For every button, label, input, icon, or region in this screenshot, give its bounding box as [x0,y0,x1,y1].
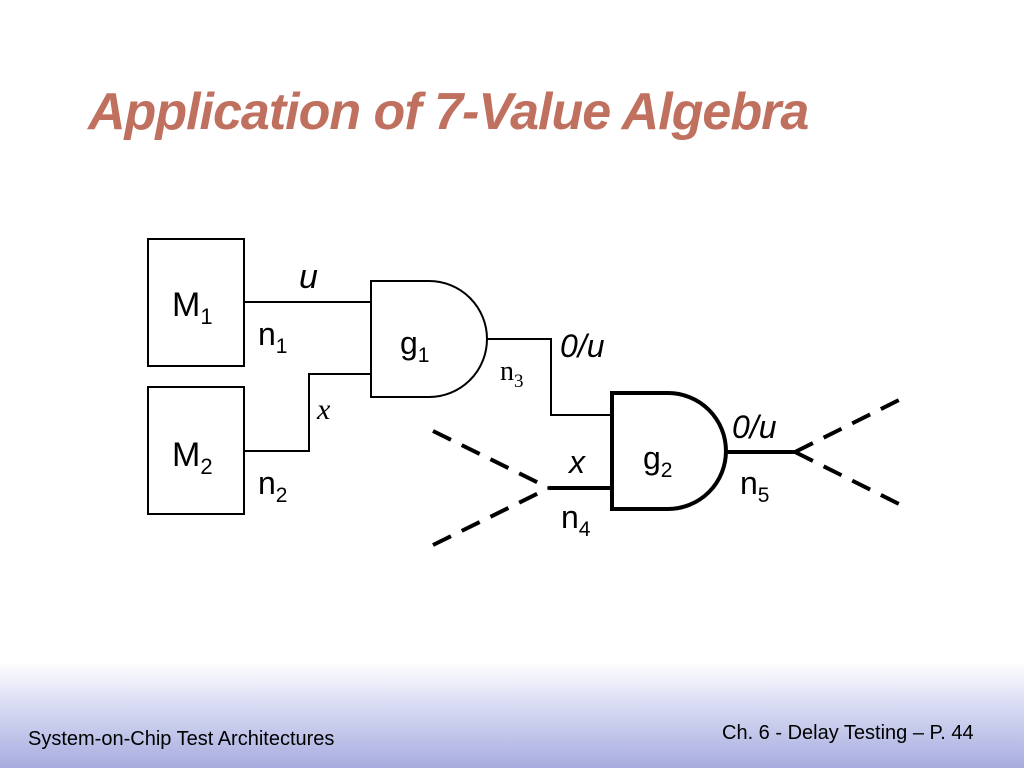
cone-n4-lower [432,486,550,547]
net-n3-label: n3 [500,356,524,392]
net-n4-label: n4 [561,499,591,541]
gate-g1-label: g1 [400,325,429,367]
cone-n5-lower [794,450,908,510]
value-n2: x [316,393,331,426]
footer-band [0,662,1024,768]
value-n3: 0/u [560,328,605,364]
gate-g1-shape [370,280,488,398]
footer-course-title: System-on-Chip Test Architectures [28,728,335,750]
footer-page-info: Ch. 6 - Delay Testing – P. 44 [722,722,974,744]
circuit-diagram: M1 M2 g1 g2 n1 n2 n3 n4 n5 u x 0/u x 0/u [147,238,908,547]
cone-n4-upper [432,429,550,490]
net-n2-label: n2 [258,465,287,507]
net-n5-label: n5 [740,465,769,507]
module-m2-label: M2 [172,436,213,479]
value-n1: u [299,258,318,296]
value-n4: x [567,444,586,480]
value-n5: 0/u [732,409,777,445]
slide-title: Application of 7-Value Algebra [88,83,809,141]
gate-g2-label: g2 [643,440,672,482]
wire-n2 [244,373,371,452]
wire-n3 [487,338,612,416]
net-n1-label: n1 [258,316,287,358]
module-m1-label: M1 [172,286,213,329]
gate-g2-shape [610,391,728,511]
cone-n5-upper [794,394,908,454]
